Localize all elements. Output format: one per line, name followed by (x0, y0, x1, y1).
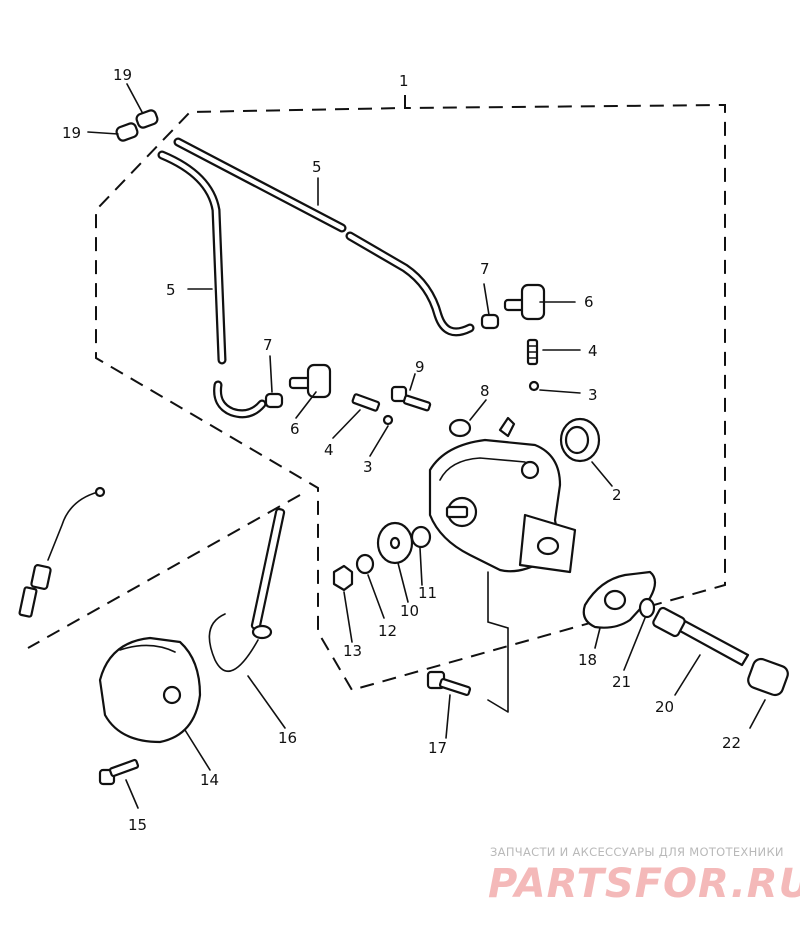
bolt-15 (98, 758, 140, 786)
pump-bracket-line (487, 571, 509, 713)
pump-cover (98, 636, 202, 744)
callout-9: 9 (415, 358, 425, 376)
callout-6-right: 6 (584, 293, 594, 311)
hose-short (157, 150, 267, 419)
callout-18: 18 (578, 651, 597, 669)
callout-7-left: 7 (263, 336, 273, 354)
callout-2: 2 (612, 486, 622, 504)
callout-19-upper: 19 (113, 66, 132, 84)
washer-21 (638, 597, 656, 619)
elbow-fitting-right (503, 283, 546, 321)
watermark-logo: PARTSFOR.RU (488, 861, 800, 907)
washer-8 (448, 418, 472, 438)
spring-lower (351, 393, 381, 412)
callout-4-upper: 4 (588, 342, 598, 360)
watermark-tagline: ЗАПЧАСТИ И АКСЕССУАРЫ ДЛЯ МОТОТЕХНИКИ (490, 845, 784, 859)
oil-pump-body (428, 416, 577, 574)
gasket (582, 570, 657, 629)
bolt-17 (426, 670, 472, 697)
callout-5-left: 5 (166, 281, 176, 299)
check-ball-upper (528, 380, 540, 392)
callout-17: 17 (428, 739, 447, 757)
watermark: ЗАПЧАСТИ И АКСЕССУАРЫ ДЛЯ МОТОТЕХНИКИ PA… (488, 845, 800, 907)
callout-19-lower: 19 (62, 124, 81, 142)
callout-21: 21 (612, 673, 631, 691)
callout-3-lower: 3 (363, 458, 373, 476)
hose-long (173, 137, 475, 337)
callout-3-upper: 3 (588, 386, 598, 404)
callout-1: 1 (399, 72, 409, 90)
shaft-cap (747, 657, 789, 697)
oil-seal (559, 417, 601, 463)
callout-12: 12 (378, 622, 397, 640)
callout-7-right: 7 (480, 260, 490, 278)
callout-16: 16 (278, 729, 297, 747)
callout-10: 10 (400, 602, 419, 620)
hose-clamp-lower (115, 122, 139, 142)
sensor-group-line (27, 494, 301, 649)
callout-6-left: 6 (290, 420, 300, 438)
drive-disc (376, 521, 414, 565)
callout-5-upper: 5 (312, 158, 322, 176)
leader-lines (87, 83, 766, 809)
callout-8: 8 (480, 382, 490, 400)
spring-upper (526, 338, 539, 366)
clip-right (480, 313, 500, 330)
sensor-wire (18, 486, 106, 618)
callout-14: 14 (200, 771, 219, 789)
callout-22: 22 (722, 734, 741, 752)
check-ball-lower (382, 414, 394, 426)
hose-clamp-upper (135, 109, 159, 129)
nut-13 (332, 564, 354, 592)
callout-15: 15 (128, 816, 147, 834)
assembly-boundary (95, 95, 726, 692)
clip-left (264, 392, 284, 409)
elbow-fitting-left (288, 363, 332, 399)
banjo-bolt (390, 385, 432, 412)
sensor-cable (208, 507, 286, 672)
callout-13: 13 (343, 642, 362, 660)
washer-12 (355, 553, 375, 575)
callout-labels: 1 2 3 3 4 4 5 5 6 6 7 7 8 9 10 11 12 13 … (62, 66, 741, 834)
callout-11: 11 (418, 584, 437, 602)
washer-11 (410, 525, 432, 549)
drive-shaft (652, 606, 750, 667)
callout-4-lower: 4 (324, 441, 334, 459)
callout-20: 20 (655, 698, 674, 716)
